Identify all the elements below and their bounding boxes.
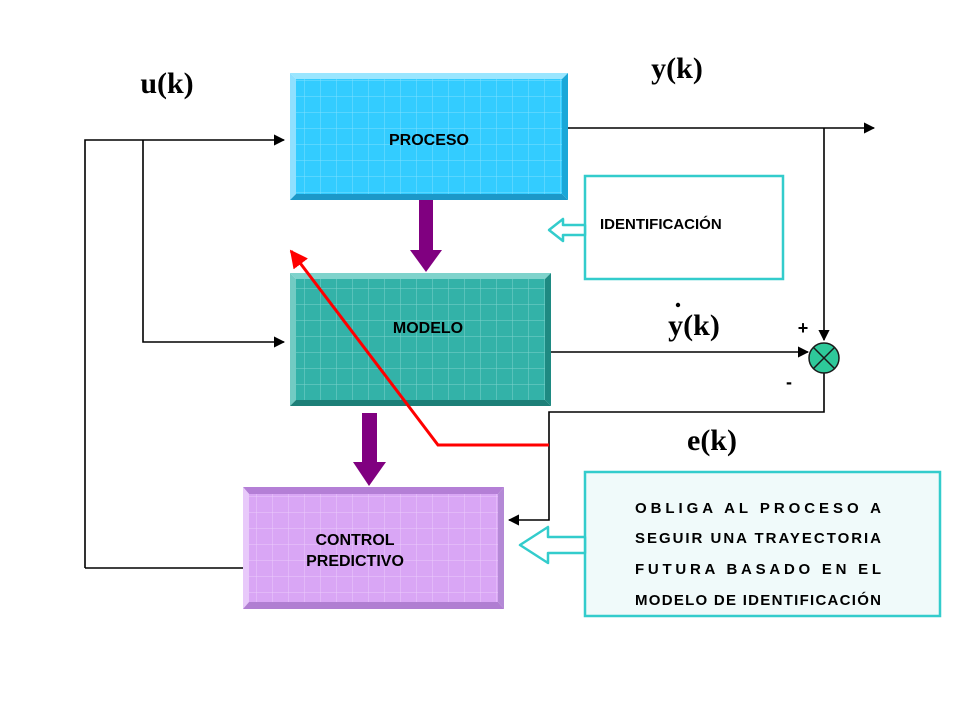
yhat-label-group: y(k)	[668, 302, 720, 342]
red-identification-line	[289, 249, 549, 447]
modelo-block: MODELO	[290, 273, 551, 406]
error-line	[507, 373, 825, 526]
e-label: e(k)	[687, 424, 737, 457]
obliga-pointer-arrow	[518, 525, 587, 565]
control-label-line1: CONTROL	[315, 532, 394, 549]
control-predictivo-block: CONTROL PREDICTIVO	[243, 487, 504, 609]
obliga-note: OBLIGA AL PROCESO A SEGUIR UNA TRAYECTOR…	[583, 470, 942, 618]
yhat-dot	[675, 302, 681, 308]
u-label: u(k)	[140, 67, 193, 100]
yhat-label: y(k)	[668, 309, 720, 342]
obliga-line-4: MODELO DE IDENTIFICACIÓN	[635, 591, 881, 609]
proceso-to-modelo-arrow	[410, 200, 442, 272]
modelo-label: MODELO	[393, 320, 463, 337]
identificacion-label: IDENTIFICACIÓN	[600, 215, 722, 233]
identificacion-note: IDENTIFICACIÓN	[583, 174, 785, 281]
modelo-to-control-arrow	[353, 413, 386, 486]
summing-junction	[808, 342, 840, 374]
identificacion-pointer-arrow	[547, 217, 587, 243]
u-to-modelo-line	[142, 140, 286, 348]
minus-sign: -	[786, 372, 792, 392]
proceso-label: PROCESO	[389, 132, 469, 149]
y-label: y(k)	[651, 52, 703, 85]
obliga-line-2: SEGUIR UNA TRAYECTORIA	[635, 530, 881, 547]
proceso-block: PROCESO	[290, 73, 568, 200]
signal-lines	[84, 122, 876, 569]
u-to-proceso-line	[84, 134, 286, 568]
plus-sign: +	[798, 318, 809, 338]
control-label-line2: PREDICTIVO	[306, 553, 404, 570]
